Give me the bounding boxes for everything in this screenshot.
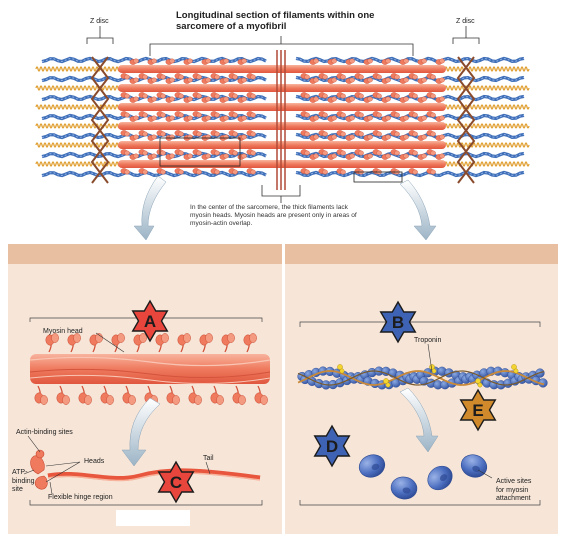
thin-filament [41, 113, 525, 121]
thick-filament [35, 96, 530, 118]
troponin-complex [337, 364, 345, 374]
myosin-head [122, 385, 136, 405]
myosin-head [177, 333, 191, 353]
troponin-complex [429, 364, 437, 374]
troponin-complex [383, 378, 391, 388]
myosin-head [199, 333, 213, 353]
actin-monomer [427, 465, 453, 491]
z-disc-right-bracket [452, 37, 480, 44]
star-letter: C [170, 473, 182, 492]
myosin-head [232, 385, 246, 405]
myosin-head [221, 333, 235, 353]
thin-filament [41, 56, 525, 64]
troponin-complex [475, 378, 483, 388]
arrow-to-right-panel [399, 179, 437, 241]
z-disc-right [456, 56, 476, 184]
zoom-box-myosin [159, 137, 241, 167]
leader-lines [23, 332, 493, 495]
myosin-head [67, 333, 81, 353]
star-a: A [131, 299, 169, 343]
myosin-head [188, 385, 202, 405]
myosin-head [254, 385, 268, 405]
heads-label: Heads [84, 458, 105, 465]
thin-filament-detail [297, 364, 548, 390]
actin-monomers [358, 454, 488, 500]
z-disc-left-label: Z disc [90, 18, 109, 25]
myosin-head-label: Myosin head [43, 328, 83, 335]
star-letter: B [392, 313, 404, 332]
myosin-head [166, 385, 180, 405]
thin-filament [41, 94, 525, 102]
troponin-complex [511, 364, 519, 374]
troponin-label: Troponin [414, 337, 442, 344]
star-b: B [379, 300, 417, 344]
z-disc-right-label: Z disc [456, 18, 475, 25]
star-c: C [157, 460, 195, 504]
thick-filament [35, 77, 530, 99]
tail-label: Tail [203, 455, 214, 462]
diagram-title: Longitudinal section of filaments within… [176, 10, 375, 32]
tropomyosin-strand [297, 370, 545, 386]
arrow-myosin-head-to-molecule [121, 397, 161, 467]
actin-binding-sites-label: Actin-binding sites [16, 429, 73, 436]
tropomyosin-strand [297, 370, 545, 386]
star-letter: E [472, 401, 483, 420]
myosin-head [210, 385, 224, 405]
thin-filament [41, 132, 525, 140]
myosin-head [243, 333, 257, 353]
myosin-head [56, 385, 70, 405]
sarcomere-bracket [149, 43, 414, 56]
star-e: E [459, 388, 497, 432]
star-letter: A [144, 312, 156, 331]
center-note: In the center of the sarcomere, the thic… [190, 204, 357, 227]
z-disc-left-bracket [86, 37, 114, 44]
thick-filament [35, 115, 530, 137]
thin-filament [41, 75, 525, 83]
sarcomere-longitudinal-section [35, 26, 530, 241]
myosin-head [155, 333, 169, 353]
star-d: D [313, 424, 351, 468]
arrow-to-left-panel [133, 175, 167, 241]
myosin-head [100, 385, 114, 405]
atp-binding-site-label: ATP- binding site [12, 469, 35, 493]
left-panel [8, 244, 282, 534]
thick-filament [35, 58, 530, 80]
thick-filament-detail [29, 333, 271, 405]
zoom-box-actin [353, 171, 403, 183]
actin-monomer [390, 476, 418, 500]
flexible-hinge-label: Flexible hinge region [48, 494, 113, 501]
active-sites-label: Active sites for myosin attachment [496, 478, 532, 502]
right-panel [285, 244, 558, 534]
myosin-head [45, 333, 59, 353]
thin-filament [41, 151, 525, 159]
actin-monomer [358, 454, 386, 478]
thin-filament [41, 170, 525, 178]
m-line [276, 50, 286, 190]
white-label-box [116, 510, 190, 526]
arrow-thin-to-actin [399, 387, 439, 453]
z-disc-left [90, 56, 110, 184]
myosin-head [133, 333, 147, 353]
myosin-molecule [30, 449, 261, 490]
star-letter: D [326, 437, 338, 456]
myosin-head [111, 333, 125, 353]
thick-filament [35, 134, 530, 156]
myosin-head [34, 385, 48, 405]
myosin-head [89, 333, 103, 353]
myosin-head [78, 385, 92, 405]
